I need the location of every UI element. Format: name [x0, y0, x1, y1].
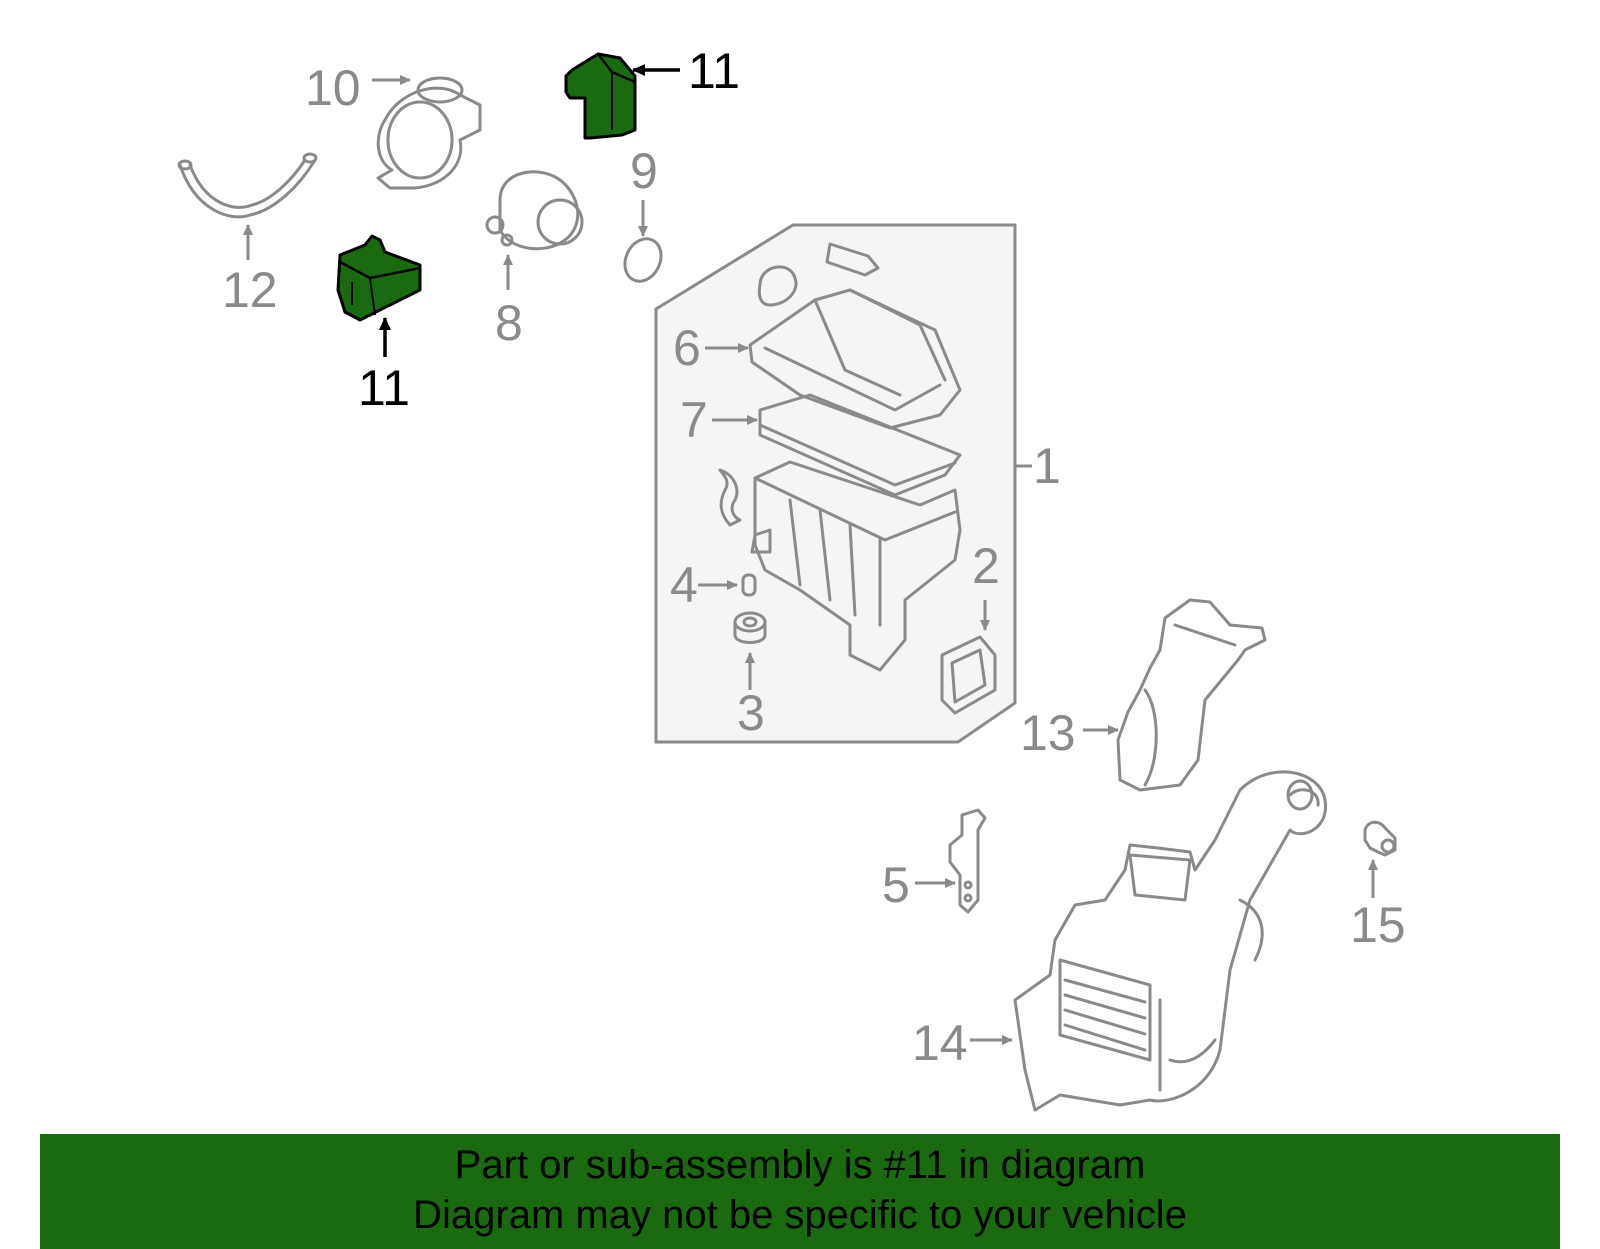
callout-11-upper: 11	[688, 43, 740, 99]
callout-5: 5	[882, 857, 910, 913]
callout-6: 6	[673, 320, 701, 376]
callout-11-lower: 11	[358, 360, 410, 416]
cap-part	[757, 242, 880, 307]
callout-4: 4	[670, 557, 698, 613]
air-flow-meter-part	[372, 75, 482, 190]
banner-line-1: Part or sub-assembly is #11 in diagram	[454, 1143, 1146, 1187]
o-ring-part	[623, 200, 663, 283]
callout-7: 7	[680, 392, 708, 448]
breather-hose-part	[177, 152, 318, 260]
callout-15: 15	[1350, 897, 1406, 953]
intake-adapter-part	[485, 170, 584, 290]
callout-8: 8	[495, 295, 523, 351]
upper-housing-cover-part	[748, 288, 962, 430]
intake-resonator-part	[970, 770, 1327, 1112]
callout-13: 13	[1020, 705, 1076, 761]
banner-line-2: Diagram may not be specific to your vehi…	[413, 1193, 1187, 1237]
callout-1: 1	[1033, 438, 1061, 494]
bracket-part	[915, 808, 987, 914]
parts-diagram: 1 2 3 4 5 6 7 8 9 10 11 11 12 13 14 15	[177, 43, 1406, 1112]
callout-12: 12	[222, 262, 278, 318]
callout-10: 10	[305, 60, 361, 116]
air-cleaner-assembly-box	[654, 223, 1032, 744]
callout-14: 14	[912, 1015, 968, 1071]
callout-9: 9	[630, 143, 658, 199]
resonator-part-highlighted-lower	[336, 234, 422, 357]
resonator-part-highlighted-upper	[564, 52, 680, 140]
gasket-part	[940, 600, 997, 715]
lower-housing-part	[718, 460, 962, 672]
air-duct-part	[1083, 598, 1267, 792]
info-banner: Part or sub-assembly is #11 in diagram D…	[40, 1134, 1560, 1249]
pin-part	[698, 573, 757, 597]
grommet-part	[733, 611, 767, 690]
clip-part	[1363, 820, 1397, 898]
callout-2: 2	[972, 538, 1000, 594]
callout-3: 3	[737, 685, 765, 741]
filter-element-part	[758, 393, 962, 497]
